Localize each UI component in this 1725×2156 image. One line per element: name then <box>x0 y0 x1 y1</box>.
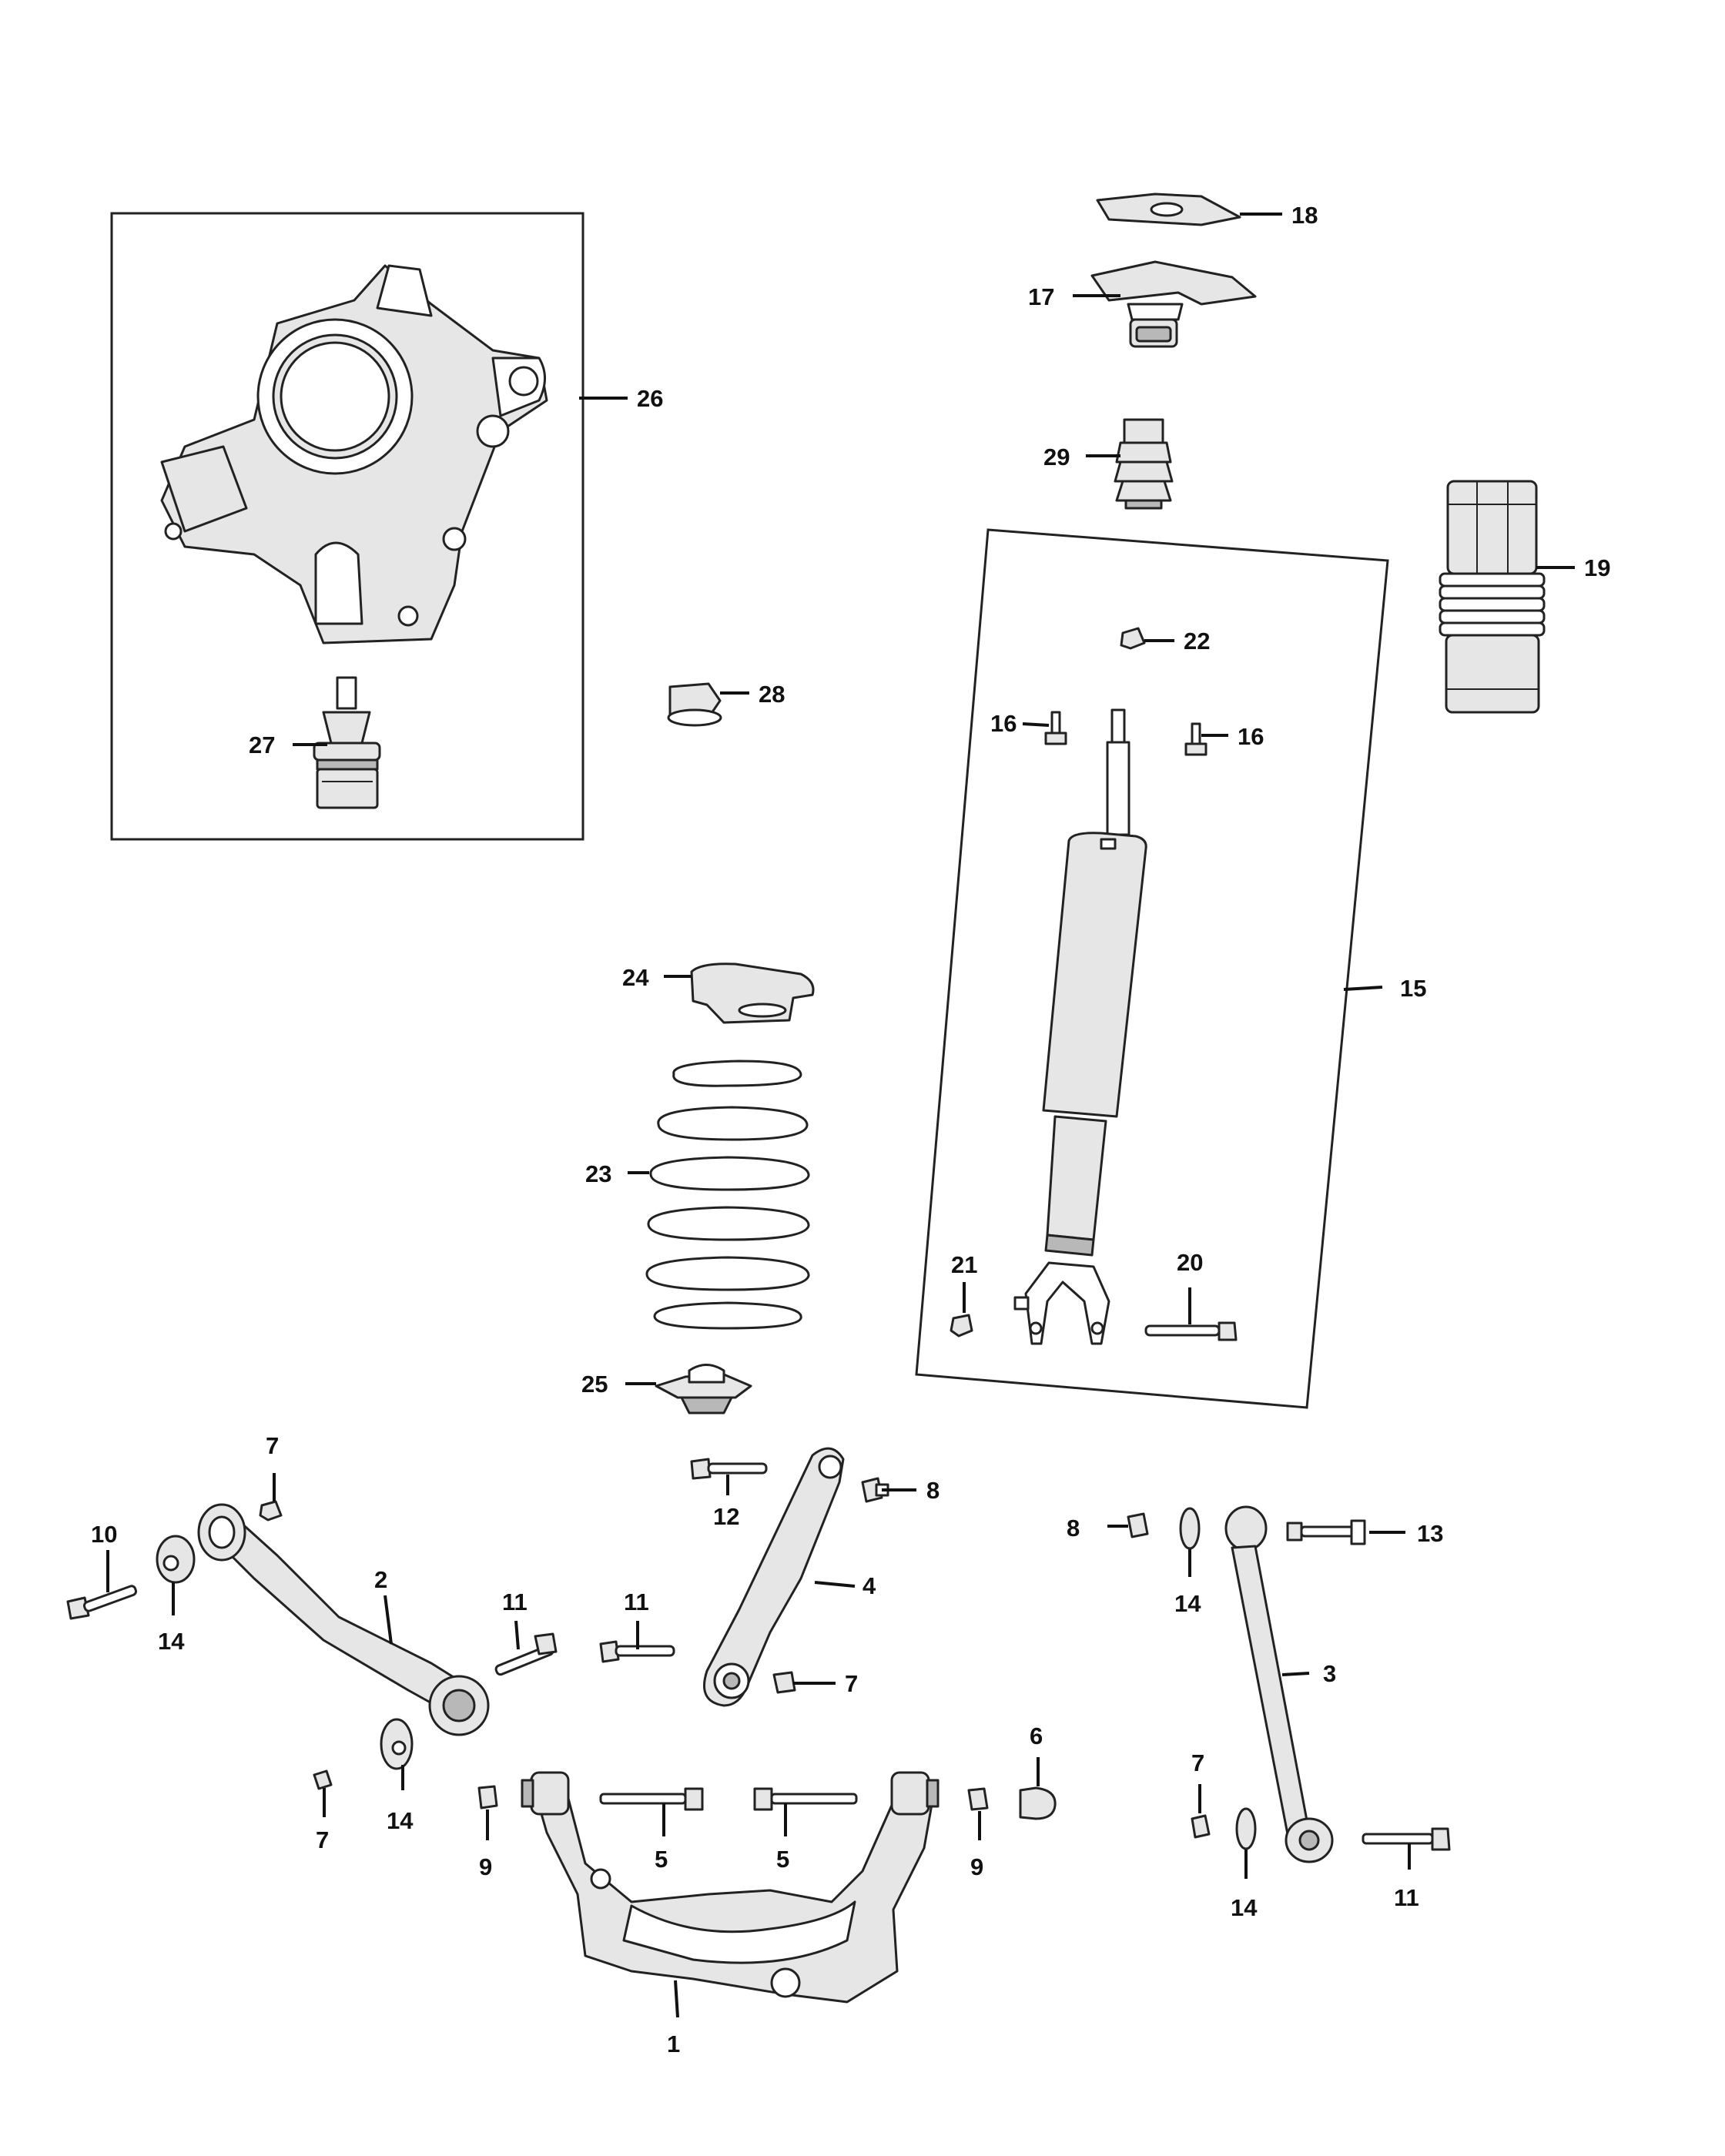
nut-7-upper-left-part <box>259 1500 283 1522</box>
callout-27: 27 <box>249 732 275 758</box>
nut-22-part <box>1120 627 1146 650</box>
callout-17: 17 <box>1028 283 1054 310</box>
bump-stop-29-part <box>1114 418 1174 510</box>
bolt-11-center-left-part <box>494 1632 558 1676</box>
callout-9b: 9 <box>970 1853 983 1880</box>
callout-14d: 14 <box>1231 1894 1258 1921</box>
nut-7-link4-part <box>772 1671 796 1694</box>
coil-spring-23-part <box>645 1060 810 1330</box>
callout-11a: 11 <box>502 1589 528 1615</box>
bolt-16-right-part <box>1184 722 1208 756</box>
callout-6: 6 <box>1030 1722 1043 1749</box>
callout-7c: 7 <box>316 1826 329 1853</box>
bolt-13-part <box>1286 1519 1366 1545</box>
bolt-11-center-right-part <box>599 1640 675 1663</box>
callout-2: 2 <box>374 1566 387 1593</box>
callout-13: 13 <box>1417 1520 1443 1547</box>
callout-1: 1 <box>667 2030 680 2057</box>
callout-25: 25 <box>581 1371 608 1398</box>
washer-14-right-lower-part <box>1235 1807 1257 1850</box>
callout-29: 29 <box>1043 444 1070 470</box>
shock-absorber-part <box>1013 708 1147 1345</box>
callout-5a: 5 <box>655 1846 668 1873</box>
bolt-5-right-part <box>753 1787 858 1811</box>
knuckle-part <box>160 264 548 644</box>
callout-14a: 14 <box>158 1628 185 1655</box>
lower-link-4-part <box>703 1447 845 1707</box>
washer-14-center-part <box>380 1718 414 1770</box>
callout-22: 22 <box>1184 628 1210 654</box>
callout-3: 3 <box>1323 1660 1336 1687</box>
shock-group-box <box>915 528 1389 1409</box>
callout-11b: 11 <box>624 1589 649 1615</box>
nut-8-left-part <box>1127 1512 1149 1538</box>
callout-10: 10 <box>91 1521 117 1548</box>
bolt-10-part <box>66 1585 138 1620</box>
callout-9a: 9 <box>479 1853 492 1880</box>
spring-seat-24-part <box>690 962 815 1024</box>
nut-21-part <box>950 1314 973 1337</box>
bolt-5-left-part <box>599 1787 704 1811</box>
nut-7-right-part <box>1191 1814 1211 1839</box>
nut-7-lower-left-part <box>313 1769 333 1790</box>
callout-8a: 8 <box>926 1477 940 1504</box>
bolt-11-right-part <box>1362 1827 1451 1851</box>
knuckle-group-box <box>110 212 584 841</box>
callout-14b: 14 <box>387 1807 414 1834</box>
bolt-20-part <box>1144 1321 1238 1341</box>
bolt-12-part <box>690 1458 768 1480</box>
nut-28-part <box>667 682 722 727</box>
callout-24: 24 <box>622 964 649 991</box>
callout-28: 28 <box>759 681 785 708</box>
callout-16a: 16 <box>990 710 1017 737</box>
bolt-16-left-part <box>1044 711 1067 745</box>
lower-control-arm-1-part <box>521 1771 940 2004</box>
callout-8b: 8 <box>1067 1515 1080 1542</box>
lower-link-3-part <box>1224 1505 1334 1863</box>
callout-16b: 16 <box>1238 723 1264 750</box>
callout-14c: 14 <box>1174 1590 1201 1617</box>
callout-7b: 7 <box>266 1432 279 1459</box>
callout-23: 23 <box>585 1160 611 1187</box>
upper-mount-17-part <box>1090 260 1257 348</box>
callout-15: 15 <box>1400 975 1426 1002</box>
dust-boot-19-part <box>1439 480 1546 714</box>
washer-14-left-part <box>156 1535 196 1584</box>
washer-14-right-upper-part <box>1179 1507 1201 1550</box>
callout-5b: 5 <box>776 1846 789 1873</box>
callout-11c: 11 <box>1394 1884 1419 1911</box>
cap-6-part <box>1019 1786 1057 1820</box>
mount-plate-18-part <box>1096 192 1241 226</box>
callout-7a: 7 <box>845 1670 858 1697</box>
callout-4: 4 <box>862 1572 876 1599</box>
callout-21: 21 <box>951 1251 977 1278</box>
callout-12: 12 <box>713 1503 739 1530</box>
callout-18: 18 <box>1291 202 1318 229</box>
spring-isolator-25-part <box>655 1364 752 1414</box>
lower-link-2-part <box>197 1503 490 1736</box>
callout-26: 26 <box>637 385 663 412</box>
nut-9-left-part <box>477 1785 498 1810</box>
callout-7d: 7 <box>1191 1749 1204 1776</box>
callout-19: 19 <box>1584 554 1610 581</box>
ball-joint-part <box>313 676 381 809</box>
nut-9-right-part <box>967 1787 989 1811</box>
callout-20: 20 <box>1177 1249 1203 1276</box>
